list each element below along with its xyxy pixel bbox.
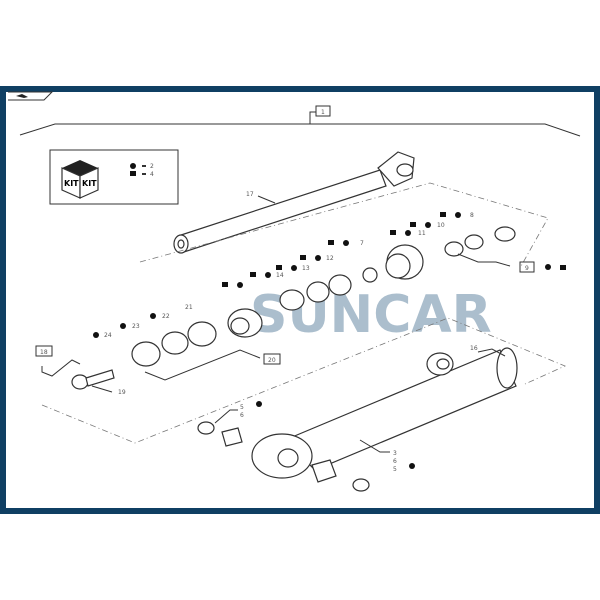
callout-5: 5 [393, 466, 397, 473]
corner-tab [8, 91, 54, 101]
callout-box-9 [519, 261, 535, 273]
seal-ring [131, 341, 161, 367]
seal-ring [306, 281, 330, 303]
cylinder-barrel [251, 347, 518, 479]
piston-rod [173, 151, 415, 254]
callout-16: 16 [470, 345, 478, 352]
callout-21: 21 [185, 304, 193, 311]
callout-20: 20 [268, 357, 276, 364]
bolt [71, 369, 115, 390]
kit-ref-square: 4 [150, 171, 154, 178]
callout-box-18 [35, 345, 53, 357]
hand-icon [16, 94, 28, 98]
callout-24: 24 [104, 332, 112, 339]
callout-box-1 [315, 105, 331, 117]
assembly-bracket [19, 123, 581, 137]
callout-14: 14 [276, 272, 284, 279]
bushing [311, 459, 337, 483]
kit-label: KIT [82, 179, 97, 188]
callout-8: 8 [470, 212, 474, 219]
seal-ring [444, 241, 464, 257]
callout-17: 17 [246, 191, 254, 198]
kit-label: KIT [64, 179, 79, 188]
callout-13: 13 [302, 265, 310, 272]
circle-marker-icon [130, 163, 136, 169]
retaining-ring [352, 478, 370, 492]
callout-5: 5 [240, 404, 244, 411]
seal-ring [161, 331, 189, 355]
callout-23: 23 [132, 323, 140, 330]
callout-10: 10 [437, 222, 445, 229]
square-marker-icon [130, 171, 136, 176]
callout-box-20 [263, 353, 281, 365]
seal-ring [464, 234, 484, 250]
callout-9: 9 [525, 265, 529, 272]
bushing [221, 427, 243, 447]
callout-1: 1 [321, 109, 325, 116]
seal-ring [494, 226, 516, 242]
kit-ref-circle: 2 [150, 163, 154, 170]
seal-ring [279, 289, 305, 311]
callout-6: 6 [393, 458, 397, 465]
callout-12: 12 [326, 255, 334, 262]
callout-7: 7 [360, 240, 364, 247]
kit-icon: KIT KIT [61, 160, 99, 199]
seal-ring [328, 274, 352, 296]
callout-3: 3 [393, 450, 397, 457]
callout-22: 22 [162, 313, 170, 320]
seal-ring [187, 321, 217, 347]
callout-18: 18 [40, 349, 48, 356]
callout-11: 11 [418, 230, 426, 237]
seal-ring [362, 267, 378, 283]
retaining-ring [197, 421, 215, 435]
kit-legend-box [49, 149, 179, 205]
callout-19: 19 [118, 389, 126, 396]
callout-6: 6 [240, 412, 244, 419]
